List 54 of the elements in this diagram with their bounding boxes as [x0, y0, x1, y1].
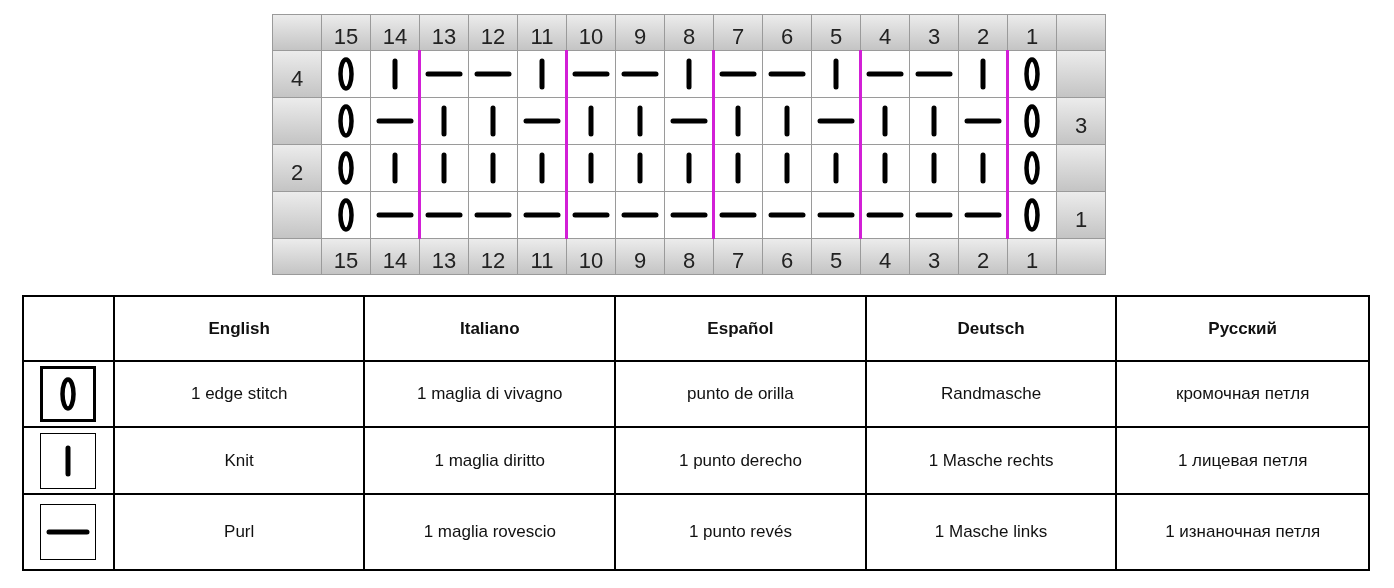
column-header: English — [208, 317, 270, 340]
table-cell-text: кромочная петля — [1175, 383, 1310, 406]
table-cell-text: 1 punto derecho — [678, 449, 802, 472]
column-number: 14 — [370, 238, 420, 275]
table-cell-text: 1 Masche rechts — [928, 449, 1054, 472]
column-header: Italiano — [460, 317, 520, 340]
column-number: 1 — [1007, 238, 1057, 275]
column-number: 12 — [468, 14, 518, 51]
column-number: 4 — [860, 238, 910, 275]
column-number: 13 — [419, 14, 469, 51]
column-number: 9 — [615, 238, 665, 275]
table-cell-text: 1 maglia rovescio — [423, 521, 556, 544]
table-cell-text: punto de orilla — [687, 383, 794, 406]
column-number: 11 — [517, 238, 567, 275]
column-number: 4 — [860, 14, 910, 51]
table-cell-text: 1 maglia diritto — [434, 449, 546, 472]
table-cell-text: 1 maglia di vivagno — [417, 383, 563, 406]
column-number: 10 — [566, 238, 616, 275]
column-number: 1 — [1007, 14, 1057, 51]
column-number: 5 — [811, 238, 861, 275]
column-number: 12 — [468, 238, 518, 275]
column-header: Español — [707, 317, 774, 340]
column-number: 11 — [517, 14, 567, 51]
column-number: 7 — [713, 14, 763, 51]
column-number: 5 — [811, 14, 861, 51]
table-cell-text: Randmasche — [940, 383, 1042, 406]
column-number: 15 — [321, 238, 371, 275]
column-number: 6 — [762, 238, 812, 275]
row-number: 3 — [1056, 97, 1106, 145]
table-cell-text: 1 edge stitch — [190, 383, 288, 406]
column-number: 10 — [566, 14, 616, 51]
column-header: Русский — [1208, 317, 1277, 340]
table-cell-text: Purl — [224, 521, 255, 544]
table-cell-text: 1 лицевая петля — [1177, 449, 1308, 472]
row-number: 4 — [272, 50, 322, 98]
column-number: 2 — [958, 238, 1008, 275]
column-number: 6 — [762, 14, 812, 51]
column-number: 8 — [664, 238, 714, 275]
table-cell-text: Knit — [224, 449, 254, 472]
column-number: 3 — [909, 238, 959, 275]
column-number: 7 — [713, 238, 763, 275]
column-header: Deutsch — [957, 317, 1025, 340]
row-number: 1 — [1056, 191, 1106, 239]
column-number: 8 — [664, 14, 714, 51]
table-cell-text: 1 punto revés — [688, 521, 792, 544]
column-number: 9 — [615, 14, 665, 51]
table-cell-text: 1 Masche links — [934, 521, 1048, 544]
column-number: 13 — [419, 238, 469, 275]
column-number: 14 — [370, 14, 420, 51]
table-cell-text: 1 изнаночная петля — [1165, 521, 1321, 544]
column-number: 2 — [958, 14, 1008, 51]
column-number: 3 — [909, 14, 959, 51]
row-number: 2 — [272, 144, 322, 192]
column-number: 15 — [321, 14, 371, 51]
